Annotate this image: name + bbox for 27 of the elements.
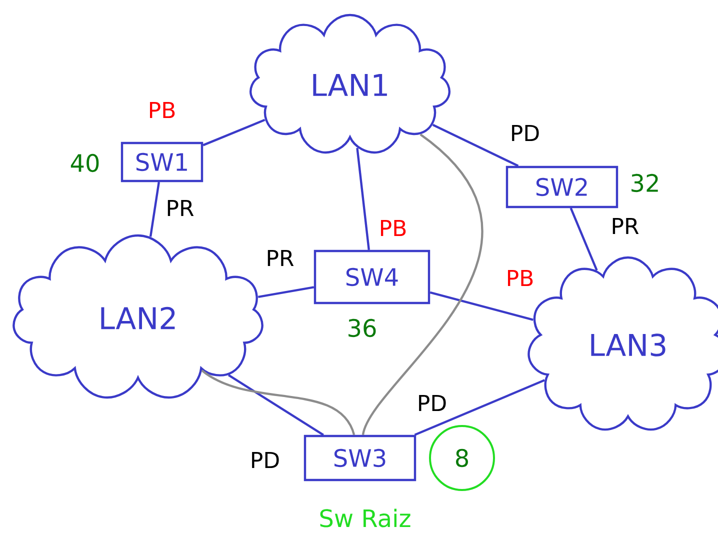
link-line bbox=[356, 148, 370, 250]
switch-box: SW4 bbox=[314, 250, 430, 304]
port-label: PR bbox=[610, 216, 640, 236]
link-line bbox=[202, 118, 266, 146]
port-label: PD bbox=[248, 450, 282, 469]
path-line bbox=[362, 134, 483, 436]
path-line bbox=[201, 370, 356, 436]
port-label: PR bbox=[164, 198, 196, 218]
port-label: PB bbox=[378, 218, 408, 238]
link-line bbox=[258, 286, 314, 298]
cost-value: 32 bbox=[632, 174, 658, 192]
circled-number: 8 bbox=[429, 425, 495, 491]
switch-box: SW2 bbox=[506, 166, 618, 208]
port-label: PR bbox=[264, 248, 296, 268]
link-line bbox=[228, 374, 324, 436]
port-label: PD bbox=[508, 124, 542, 142]
port-label: PD bbox=[416, 394, 448, 412]
port-label: PB bbox=[146, 100, 178, 120]
cost-value: 40 bbox=[70, 154, 99, 172]
link-line bbox=[432, 124, 519, 167]
link-line bbox=[430, 291, 534, 321]
cost-value: 36 bbox=[348, 318, 376, 338]
switch-box: SW1 bbox=[120, 142, 204, 182]
link-line bbox=[149, 182, 160, 237]
switch-box: SW3 bbox=[304, 434, 416, 482]
link-line bbox=[570, 208, 598, 271]
node-note: Sw Raiz bbox=[320, 508, 410, 528]
